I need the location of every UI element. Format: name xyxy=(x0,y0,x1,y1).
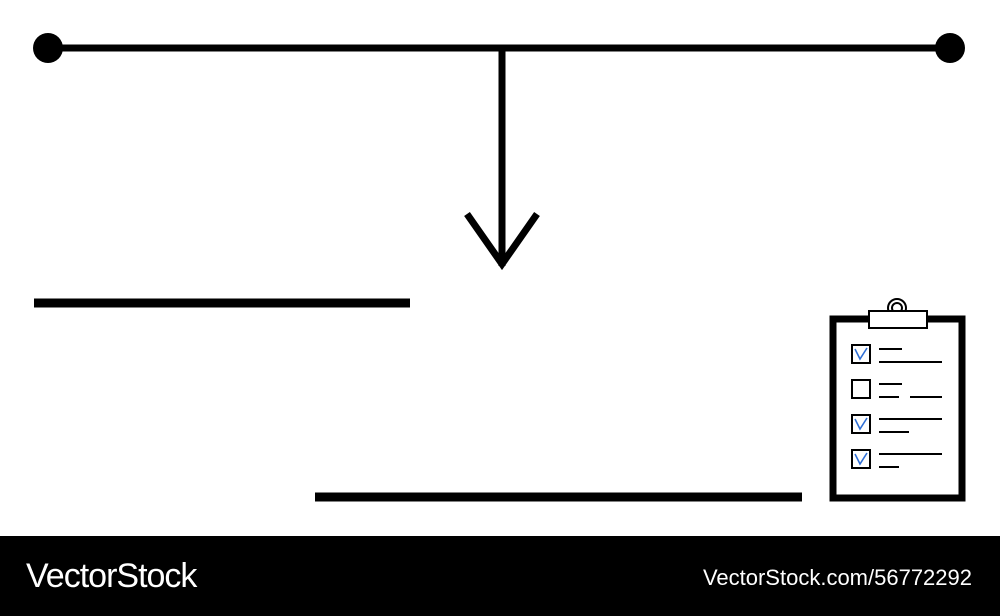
timeline-start-dot xyxy=(33,33,63,63)
brand-logo: VectorStock xyxy=(26,557,197,595)
down-arrow-icon xyxy=(464,211,540,271)
checked-box-icon xyxy=(851,414,871,434)
clipboard-clip xyxy=(868,310,928,329)
watermark-footer: VectorStock VectorStock.com/56772292 xyxy=(0,536,1000,616)
clipboard-checklist-icon xyxy=(829,298,966,502)
diagram-svg xyxy=(33,33,966,502)
checklist-rows xyxy=(851,344,942,469)
checklist-row xyxy=(851,379,942,399)
timeline-end-dot xyxy=(935,33,965,63)
checkmark-icon xyxy=(854,452,868,466)
checkmark-icon xyxy=(854,347,868,361)
diagram-canvas xyxy=(33,33,966,502)
unchecked-box-icon xyxy=(851,379,871,399)
checklist-row xyxy=(851,449,942,469)
checked-box-icon xyxy=(851,344,871,364)
image-id-text: VectorStock.com/56772292 xyxy=(702,565,972,590)
checklist-row xyxy=(851,414,942,434)
checklist-row xyxy=(851,344,942,364)
checkmark-icon xyxy=(854,417,868,431)
checked-box-icon xyxy=(851,449,871,469)
